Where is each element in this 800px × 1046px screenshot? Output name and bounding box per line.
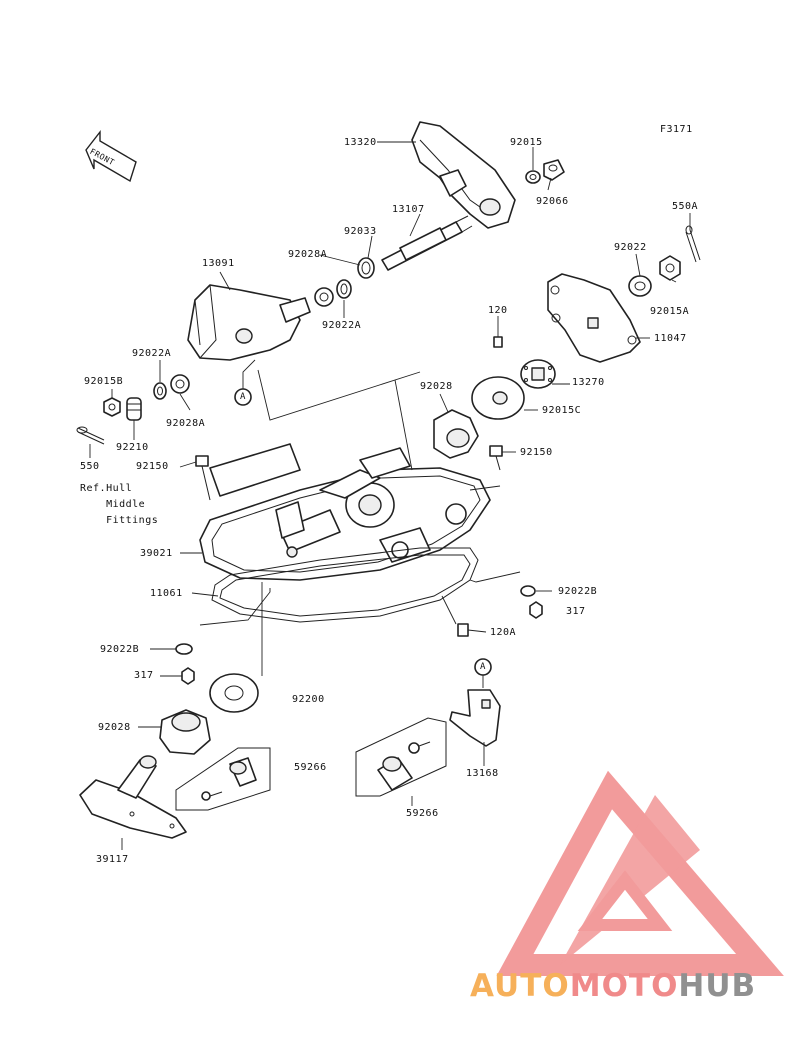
label-11061: 11061	[150, 588, 183, 599]
label-550: 550	[80, 461, 100, 472]
label-92150-left: 92150	[136, 461, 169, 472]
watermark-auto: AUTO	[470, 968, 570, 1004]
label-92022B-left: 92022B	[100, 644, 140, 655]
callout-a-label-2: A	[480, 662, 486, 672]
label-120: 120	[488, 305, 508, 316]
label-59266-left: 59266	[294, 762, 327, 773]
label-550A: 550A	[672, 201, 699, 212]
nut-317-right	[529, 601, 543, 619]
bolt-92150-right	[489, 445, 503, 471]
lever-arm-39117	[79, 755, 187, 839]
bolt-120	[493, 336, 503, 348]
base-plate-39021	[199, 443, 491, 581]
label-39021: 39021	[140, 548, 173, 559]
bolt-120A	[457, 623, 469, 637]
steering-holder-13320	[411, 121, 516, 229]
shaft-13107	[381, 215, 473, 271]
cotter-pin-550	[76, 426, 105, 445]
label-92028A-left: 92028A	[166, 418, 206, 429]
bolt-92150-left	[195, 455, 211, 501]
washer-92022A-top	[336, 279, 352, 299]
nut-317-left	[181, 667, 195, 685]
label-92066: 92066	[536, 196, 569, 207]
label-92015C: 92015C	[542, 405, 582, 416]
cotter-pin-550A	[685, 225, 701, 263]
label-92033: 92033	[344, 226, 377, 237]
bushing-92028-bottom	[159, 709, 211, 755]
label-92150-right: 92150	[520, 447, 553, 458]
label-92022B-right: 92022B	[558, 586, 598, 597]
leader-lines	[89, 141, 691, 850]
bracket-13168	[449, 689, 501, 747]
pivot-housing-13091	[187, 284, 311, 361]
kit-59266-right	[355, 717, 447, 797]
gear-disc-13270	[520, 359, 556, 389]
watermark-logo-icon	[496, 770, 784, 976]
nut-92015	[525, 170, 541, 184]
washer-92022B-right	[520, 585, 536, 597]
label-92022: 92022	[614, 242, 647, 253]
label-317-left: 317	[134, 670, 154, 681]
castle-nut-92015A	[659, 255, 681, 281]
label-92210: 92210	[116, 442, 149, 453]
label-317-right: 317	[566, 606, 586, 617]
watermark-text: AUTOMOTOHUB	[470, 968, 756, 1004]
bushing-92028A-left	[170, 374, 190, 394]
bushing-92028A-top	[314, 287, 334, 307]
label-92022A-top: 92022A	[322, 320, 362, 331]
washer-92022A-left	[153, 382, 167, 400]
washer-92022	[628, 275, 652, 297]
label-39117: 39117	[96, 854, 129, 865]
collar-92066	[543, 159, 565, 181]
label-120A: 120A	[490, 627, 517, 638]
label-92200: 92200	[292, 694, 325, 705]
label-92028-mid: 92028	[420, 381, 453, 392]
label-59266-right: 59266	[406, 808, 439, 819]
watermark-moto: MOTO	[569, 968, 679, 1004]
label-11047: 11047	[654, 333, 687, 344]
watermark-hub: HUB	[678, 968, 757, 1004]
label-13107: 13107	[392, 204, 425, 215]
diagram-code: F3171	[660, 124, 693, 135]
label-92028-bottom: 92028	[98, 722, 131, 733]
washer-92200	[209, 673, 259, 713]
cam-plate-92015C	[471, 376, 525, 420]
front-arrow-icon	[85, 129, 137, 183]
label-13270: 13270	[572, 377, 605, 388]
bracket-plate-11047	[547, 273, 641, 363]
label-92015B: 92015B	[84, 376, 124, 387]
bushing-92028-mid	[433, 409, 479, 459]
label-92015: 92015	[510, 137, 543, 148]
label-ref-hull-middle-fittings: Ref.Hull Middle Fittings	[80, 483, 159, 526]
circlip-92033	[357, 257, 375, 279]
label-13091: 13091	[202, 258, 235, 269]
kit-59266-left	[175, 747, 271, 811]
nut-92015B	[103, 397, 121, 417]
bolt-92210	[126, 397, 142, 421]
washer-92022B-left	[175, 643, 193, 655]
callout-a-label-1: A	[240, 392, 246, 402]
label-13320: 13320	[344, 137, 377, 148]
label-92015A: 92015A	[650, 306, 690, 317]
label-92022A-left: 92022A	[132, 348, 172, 359]
label-13168: 13168	[466, 768, 499, 779]
label-92028A-top: 92028A	[288, 249, 328, 260]
